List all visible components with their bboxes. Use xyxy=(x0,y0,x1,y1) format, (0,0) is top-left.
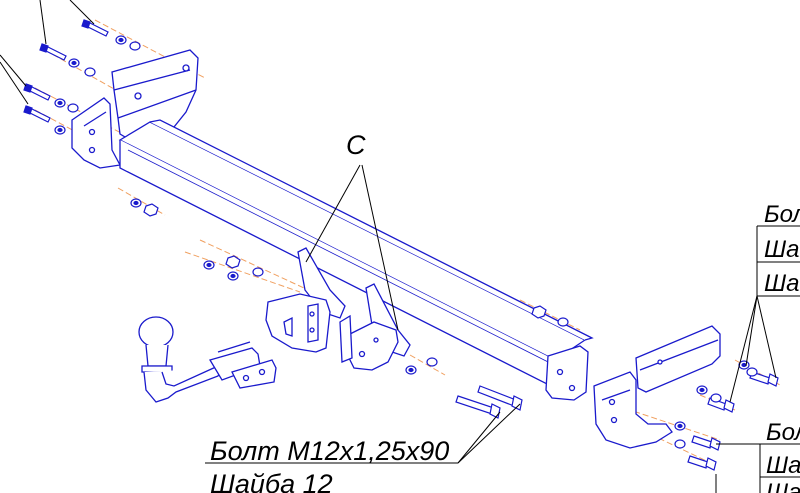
bolt-group xyxy=(23,19,779,471)
right-top-label-1: Бол xyxy=(764,201,800,228)
bolt xyxy=(455,395,501,419)
right-top-label-3: Шаі xyxy=(764,270,800,297)
right-top-label-2: Шаі xyxy=(764,236,800,263)
callout-c-label: C xyxy=(346,130,366,160)
bolt xyxy=(23,83,51,101)
main-crossbeam xyxy=(118,119,594,401)
bolt xyxy=(477,385,523,411)
right-bottom-label-2: Шаі xyxy=(766,452,800,479)
bolt xyxy=(39,43,67,61)
bottom-label-line1: Болт М12х1,25х90 xyxy=(210,436,449,466)
nuts-and-washers xyxy=(54,35,758,449)
hitch-mount-brackets xyxy=(265,247,411,371)
bolt xyxy=(23,105,51,123)
tow-ball-arm xyxy=(138,316,277,403)
right-bottom-label-3: Шаі xyxy=(766,479,800,493)
bottom-label-line2: Шайба 12 xyxy=(210,469,333,493)
bolt xyxy=(81,19,109,37)
bolt xyxy=(687,455,717,471)
left-mounting-bracket xyxy=(71,49,199,169)
bolt xyxy=(691,435,721,451)
right-bottom-label-1: Бол xyxy=(766,419,800,446)
right-mounting-bracket xyxy=(593,325,721,449)
